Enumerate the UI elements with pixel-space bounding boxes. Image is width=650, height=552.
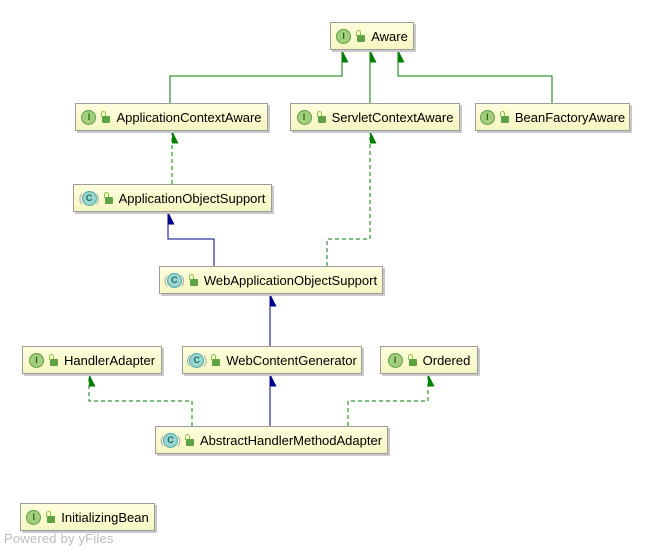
abstract-paren-left: ( [78,191,83,205]
node-label: ServletContextAware [331,109,454,125]
node-label: BeanFactoryAware [514,109,626,125]
interface-letter-icon: I [81,109,97,125]
node-abstract-handler-method-adapter[interactable]: (C) AbstractHandlerMethodAdapter [155,426,388,454]
abstract-paren-left: ( [163,273,168,287]
interface-icon: I [28,352,44,368]
public-lock-icon [407,354,418,366]
public-lock-icon [356,30,366,42]
class-letter-icon: C [166,272,182,288]
node-application-object-support[interactable]: (C) ApplicationObjectSupport [73,184,272,212]
abstract-class-icon: (C) [78,190,100,206]
interface-icon: I [81,109,97,125]
interface-icon: I [296,109,312,125]
abstract-class-icon: (C) [163,272,185,288]
abstract-paren-right: ) [180,273,185,287]
public-lock-icon [499,111,510,123]
abstract-class-icon: (C) [186,352,208,368]
node-label: WebApplicationObjectSupport [203,272,378,288]
node-web-application-object-support[interactable]: (C) WebApplicationObjectSupport [159,266,383,294]
public-lock-icon [46,511,56,523]
node-label: ApplicationObjectSupport [118,190,266,206]
edge-abstract-handler-method-adapter-implements-ordered [347,374,428,426]
public-lock-icon [103,192,114,204]
abstract-paren-left: ( [159,433,164,447]
edge-bean-factory-aware-extends-aware [397,50,553,103]
node-label: AbstractHandlerMethodAdapter [199,432,383,448]
node-label: Ordered [422,352,471,368]
interface-letter-icon: I [28,352,44,368]
interface-letter-icon: I [479,109,495,125]
node-aware[interactable]: I Aware [330,22,414,50]
interface-icon: I [479,109,495,125]
interface-letter-icon: I [296,109,312,125]
public-lock-icon [101,111,111,123]
interface-letter-icon: I [336,28,352,44]
edge-application-context-aware-extends-aware [169,50,342,103]
class-letter-icon: C [162,432,178,448]
node-servlet-context-aware[interactable]: I ServletContextAware [290,103,460,131]
edge-abstract-handler-method-adapter-implements-handler-adapter [88,374,193,426]
abstract-paren-right: ) [176,433,181,447]
node-web-content-generator[interactable]: (C) WebContentGenerator [182,346,362,374]
interface-icon: I [387,352,403,368]
class-letter-icon: C [81,190,97,206]
public-lock-icon [211,354,221,366]
edge-web-application-object-support-extends-application-object-support [167,212,215,266]
abstract-class-icon: (C) [159,432,181,448]
interface-icon: I [336,28,352,44]
node-handler-adapter[interactable]: I HandlerAdapter [22,346,162,374]
node-label: WebContentGenerator [226,352,357,368]
node-bean-factory-aware[interactable]: I BeanFactoryAware [475,103,630,131]
yfiles-watermark: Powered by yFiles [4,531,114,546]
interface-letter-icon: I [387,352,403,368]
node-application-context-aware[interactable]: I ApplicationContextAware [75,103,268,131]
edge-web-application-object-support-implements-servlet-context-aware [326,131,370,266]
node-label: HandlerAdapter [63,352,156,368]
public-lock-icon [188,274,199,286]
public-lock-icon [316,111,327,123]
abstract-paren-right: ) [95,191,100,205]
class-letter-icon: C [189,352,205,368]
node-ordered[interactable]: I Ordered [380,346,478,374]
node-initializing-bean[interactable]: I InitializingBean [20,503,155,531]
interface-letter-icon: I [26,509,42,525]
abstract-paren-left: ( [186,353,191,367]
node-label: ApplicationContextAware [116,109,262,125]
node-label: Aware [371,28,408,44]
abstract-paren-right: ) [203,353,208,367]
public-lock-icon [184,434,195,446]
interface-icon: I [26,509,42,525]
node-label: InitializingBean [61,509,149,525]
public-lock-icon [48,354,59,366]
